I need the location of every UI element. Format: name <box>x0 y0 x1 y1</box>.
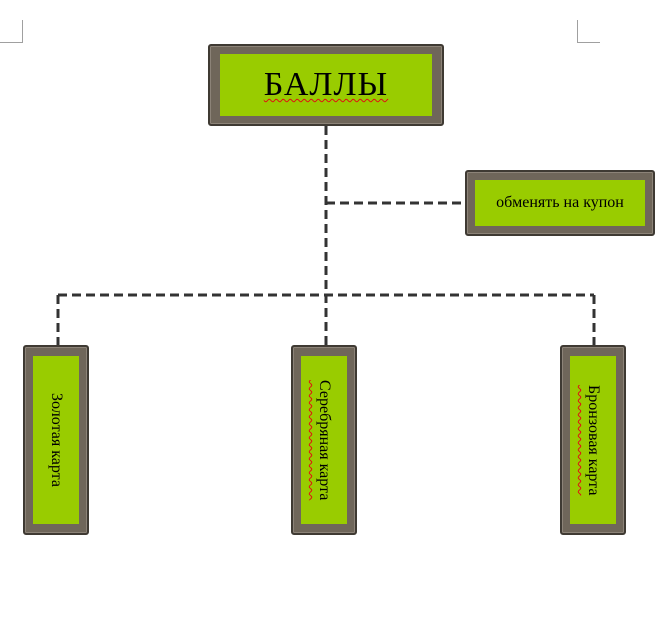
gold-card-label: Золотая карта <box>48 393 65 487</box>
bronze-card-label: Бронзовая карта <box>585 384 602 496</box>
gold-card-node[interactable]: Золотая карта <box>23 345 89 535</box>
page-corner-mark-right <box>577 20 600 43</box>
root-node[interactable]: БАЛЛЫ <box>208 44 444 126</box>
bronze-card-node-fill: Бронзовая карта <box>570 356 616 524</box>
silver-card-label: Серебряная карта <box>316 379 333 501</box>
coupon-node[interactable]: обменять на купон <box>465 170 655 236</box>
coupon-node-fill: обменять на купон <box>475 180 645 226</box>
coupon-node-label: обменять на купон <box>496 194 624 211</box>
bronze-card-node[interactable]: Бронзовая карта <box>560 345 626 535</box>
page-corner-mark-left <box>0 20 23 43</box>
silver-card-node-fill: Серебряная карта <box>301 356 347 524</box>
gold-card-node-fill: Золотая карта <box>33 356 79 524</box>
root-node-label: БАЛЛЫ <box>263 66 389 103</box>
root-node-fill: БАЛЛЫ <box>220 54 432 116</box>
silver-card-node[interactable]: Серебряная карта <box>291 345 357 535</box>
